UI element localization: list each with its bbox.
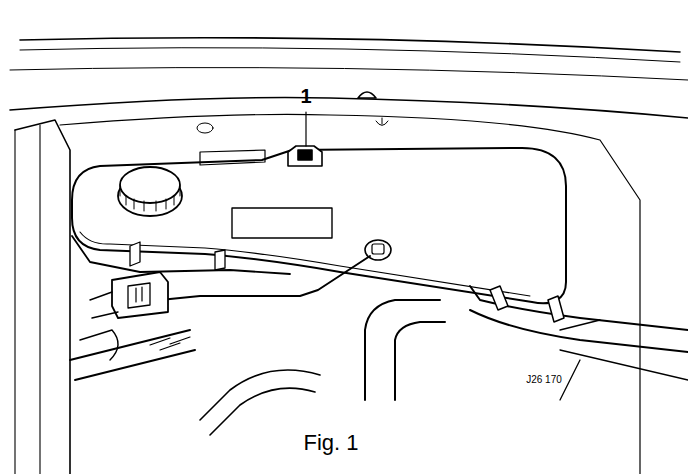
battery-edge (15, 125, 40, 474)
callout-number: 1 (300, 86, 311, 106)
multiplug-connector (112, 272, 168, 318)
connector-latch (128, 283, 150, 308)
filler-cap (120, 167, 180, 203)
bonnet-line (10, 68, 688, 80)
bonnet-line (20, 48, 680, 62)
panel-mark (376, 118, 388, 126)
level-sensor (288, 146, 322, 166)
panel-hole (197, 123, 213, 133)
harness-wire (72, 236, 290, 274)
sensor-plug (372, 244, 384, 254)
battery-edge (15, 120, 70, 474)
cap-ridges (120, 186, 180, 211)
hose (365, 300, 445, 400)
hose (560, 320, 688, 400)
hose (200, 370, 320, 435)
level-sensor-plug (298, 150, 312, 160)
leader-line (305, 112, 306, 146)
bonnet-stop (358, 92, 376, 98)
hose-clip (490, 286, 564, 322)
hose (470, 286, 688, 352)
hose (70, 330, 195, 380)
bonnet-line (20, 38, 680, 52)
sensor-wire (160, 256, 370, 300)
hose-clamp (150, 337, 190, 350)
reservoir-label-panel (232, 208, 332, 238)
drawing-code: J26 170 (526, 375, 562, 385)
panel-edge (60, 114, 640, 474)
reservoir-boss (200, 150, 265, 165)
harness-clip (130, 242, 225, 270)
figure-caption: Fig. 1 (303, 432, 358, 454)
connector-pins (136, 287, 142, 302)
